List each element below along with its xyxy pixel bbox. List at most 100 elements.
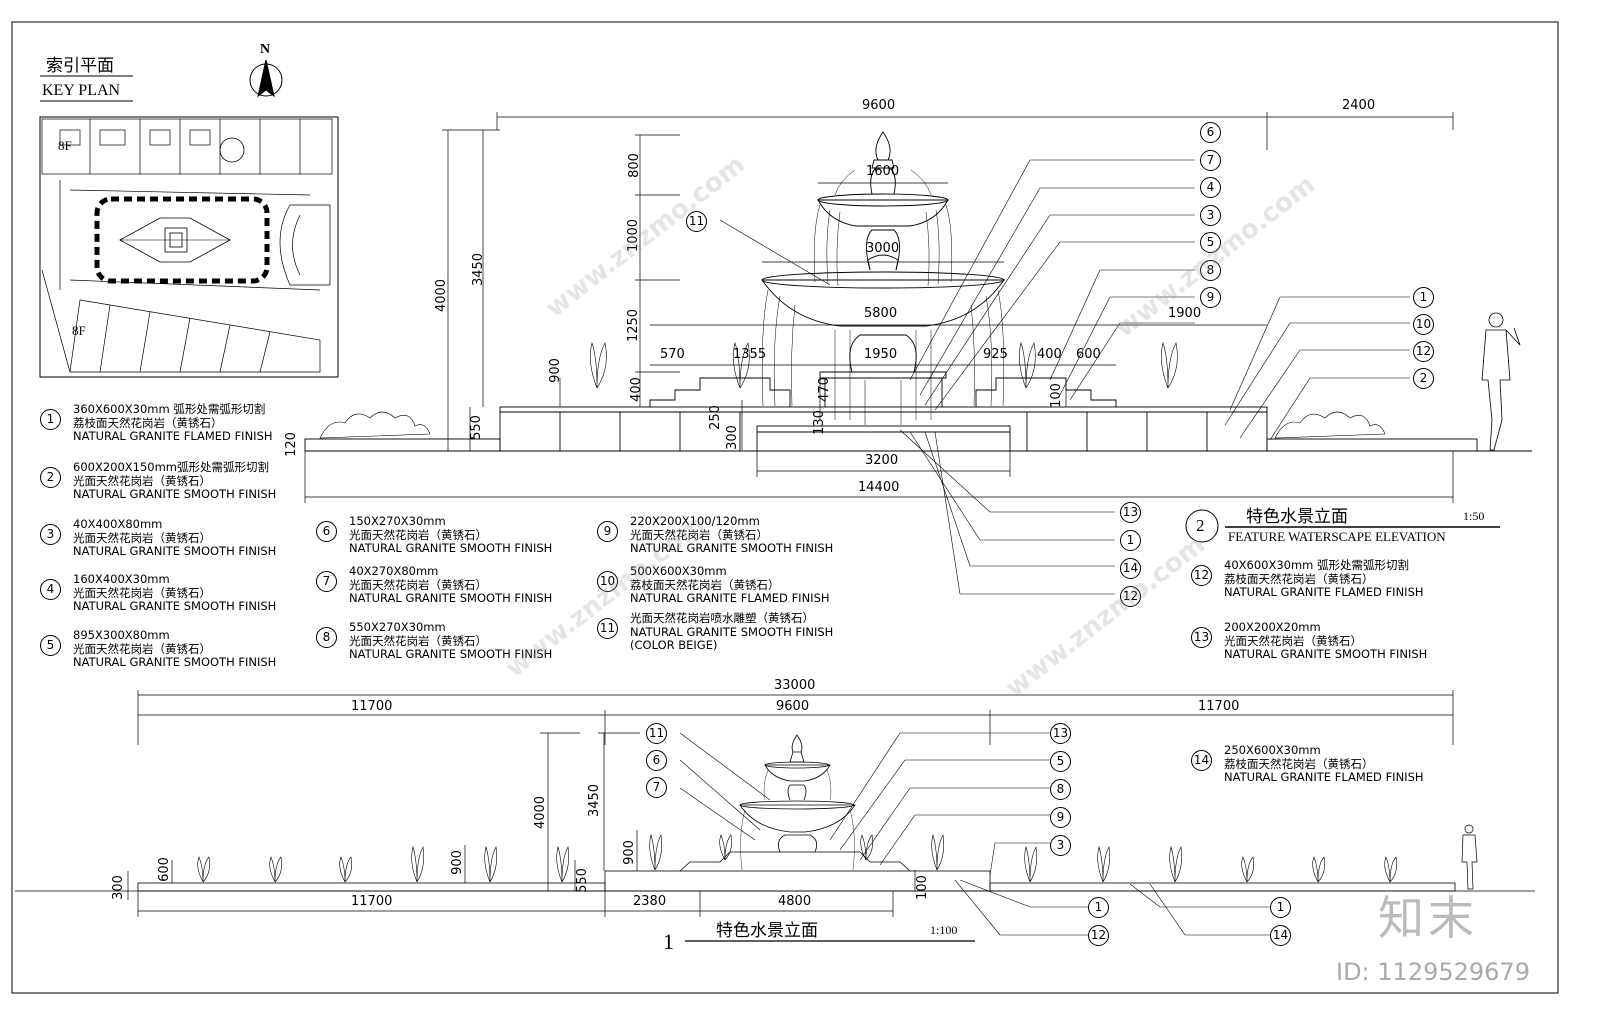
legend-text-l1: 40X600X30mm 弧形处需弧形切割 xyxy=(1224,558,1410,572)
dim-label: 550 xyxy=(574,868,590,893)
legend-number: 5 xyxy=(40,635,61,656)
legend-text-l3: NATURAL GRANITE SMOOTH FINISH xyxy=(73,599,277,613)
elevation-large-leaders xyxy=(719,159,1410,595)
dim-label: 600 xyxy=(1076,347,1101,362)
key-plan-title-en: KEY PLAN xyxy=(42,82,121,99)
legend-text-l3: NATURAL GRANITE FLAMED FINISH xyxy=(73,429,273,443)
callout-marker: 12 xyxy=(1088,925,1109,946)
dim-label: 2400 xyxy=(1342,98,1376,113)
dim-label: 11700 xyxy=(351,894,393,909)
callout-marker: 1 xyxy=(1413,287,1434,308)
legend-text-l1: 895X300X80mm xyxy=(73,628,170,642)
dim-label: 130 xyxy=(811,410,827,435)
legend-number: 6 xyxy=(316,521,337,542)
legend-text-l2: 光面天然花岗岩（黄锈石） xyxy=(1224,633,1362,648)
callout-marker: 4 xyxy=(1200,177,1221,198)
legend-text-l3: NATURAL GRANITE SMOOTH FINISH xyxy=(349,591,553,605)
legend-text-l3: NATURAL GRANITE SMOOTH FINISH xyxy=(1224,647,1428,661)
legend-text-l3: NATURAL GRANITE FLAMED FINISH xyxy=(1224,585,1424,599)
callout-marker: 13 xyxy=(1050,723,1071,744)
legend-text-l1: 500X600X30mm xyxy=(630,564,727,578)
legend-number: 9 xyxy=(597,521,618,542)
legend-text-l2: 光面天然花岗岩（黄锈石） xyxy=(73,641,211,656)
legend-number: 7 xyxy=(316,571,337,592)
legend-number: 11 xyxy=(597,618,618,639)
legend-text-l2: 光面天然花岗岩（黄锈石） xyxy=(349,577,487,592)
dim-label: 9600 xyxy=(862,98,896,113)
elevation-small-drawing xyxy=(15,734,1535,892)
dim-label: 900 xyxy=(621,840,637,865)
callout-marker: 11 xyxy=(646,723,667,744)
legend-text-l1: 550X270X30mm xyxy=(349,620,446,634)
small-person xyxy=(1461,824,1478,890)
elevation-large-dims xyxy=(304,112,1454,503)
dim-label: 1250 xyxy=(626,308,642,343)
legend-number: 3 xyxy=(40,524,61,545)
legend-text-l2: 光面天然花岗岩（黄锈石） xyxy=(630,527,768,542)
legend-text-l2: 光面天然花岗岩（黄锈石） xyxy=(73,530,211,545)
callout-marker: 6 xyxy=(1200,122,1221,143)
callout-marker: 7 xyxy=(1200,150,1221,171)
callout-marker: 1 xyxy=(1088,897,1109,918)
legend-text-l1: 40X270X80mm xyxy=(349,564,439,578)
dim-label: 3200 xyxy=(865,453,899,468)
dim-label: 100 xyxy=(914,875,930,900)
legend-text-l1: 600X200X150mm弧形处需弧形切割 xyxy=(73,460,270,474)
dim-label: 2380 xyxy=(633,894,667,909)
legend-text-l3: NATURAL GRANITE SMOOTH FINISH xyxy=(349,647,553,661)
dim-label: 100 xyxy=(1048,383,1064,408)
dim-label: 5800 xyxy=(864,306,898,321)
dim-label: 300 xyxy=(110,875,126,900)
legend-text-l3: NATURAL GRANITE FLAMED FINISH xyxy=(1224,770,1424,784)
callout-marker: 3 xyxy=(1050,835,1071,856)
legend-text-l2: 荔枝面天然花岗岩（黄锈石） xyxy=(73,415,223,430)
callout-marker: 5 xyxy=(1200,232,1221,253)
legend-number: 4 xyxy=(40,579,61,600)
dim-label: 11700 xyxy=(351,699,393,714)
dim-label: 11700 xyxy=(1198,699,1240,714)
elevation-2-title-en: FEATURE WATERSCAPE ELEVATION xyxy=(1228,529,1446,544)
legend-number: 2 xyxy=(40,467,61,488)
legend-text-l1: 250X600X30mm xyxy=(1224,743,1321,757)
legend-text-l2: 荔枝面天然花岗岩（黄锈石） xyxy=(1224,756,1374,771)
callout-marker: 12 xyxy=(1120,586,1141,607)
elevation-2-title-cn: 特色水景立面 xyxy=(1246,507,1348,527)
dim-label: 3450 xyxy=(587,783,603,818)
elevation-2-number: 2 xyxy=(1196,516,1205,535)
legend-text-l1: 220X200X100/120mm xyxy=(630,514,760,528)
dim-label: 4000 xyxy=(533,795,549,830)
elevation-1-number: 1 xyxy=(663,929,674,954)
dim-label: 900 xyxy=(449,850,465,875)
callout-marker: 5 xyxy=(1050,751,1071,772)
dim-label: 900 xyxy=(547,358,563,383)
elevation-1-title-cn: 特色水景立面 xyxy=(716,921,818,941)
legend-text-l3: NATURAL GRANITE SMOOTH FINISH xyxy=(349,541,553,555)
dim-label: 120 xyxy=(283,432,299,457)
floor-label: 8F xyxy=(72,323,86,338)
callout-marker: 8 xyxy=(1200,260,1221,281)
dim-label: 3000 xyxy=(866,241,900,256)
legend-text-l3: NATURAL GRANITE SMOOTH FINISH xyxy=(73,655,277,669)
dim-label: 1900 xyxy=(1168,306,1202,321)
callout-marker: 9 xyxy=(1200,287,1221,308)
legend-number: 14 xyxy=(1191,750,1212,771)
legend-number: 1 xyxy=(40,409,61,430)
legend-text-l1: 160X400X30mm xyxy=(73,572,170,586)
dim-label: 470 xyxy=(816,377,832,402)
callout-marker: 8 xyxy=(1050,779,1071,800)
dim-label: 1600 xyxy=(866,164,900,179)
legend-text-l2: 荔枝面天然花岗岩（黄锈石） xyxy=(1224,571,1374,586)
callout-marker: 12 xyxy=(1413,341,1434,362)
elevation-2-scale: 1:50 xyxy=(1463,509,1485,523)
callout-marker: 3 xyxy=(1200,205,1221,226)
sheet-border xyxy=(11,21,1559,994)
dim-label: 3450 xyxy=(471,252,487,287)
legend-text-l1: 光面天然花岗岩喷水雕塑（黄锈石） xyxy=(630,611,814,625)
elevation-small-dims xyxy=(127,690,1454,917)
legend-text-l1: 40X400X80mm xyxy=(73,517,163,531)
dim-label: 550 xyxy=(468,415,484,440)
legend-text-l1: 360X600X30mm 弧形处需弧形切割 xyxy=(73,402,266,416)
legend-text-l1: 150X270X30mm xyxy=(349,514,446,528)
dim-label: 1950 xyxy=(864,347,898,362)
